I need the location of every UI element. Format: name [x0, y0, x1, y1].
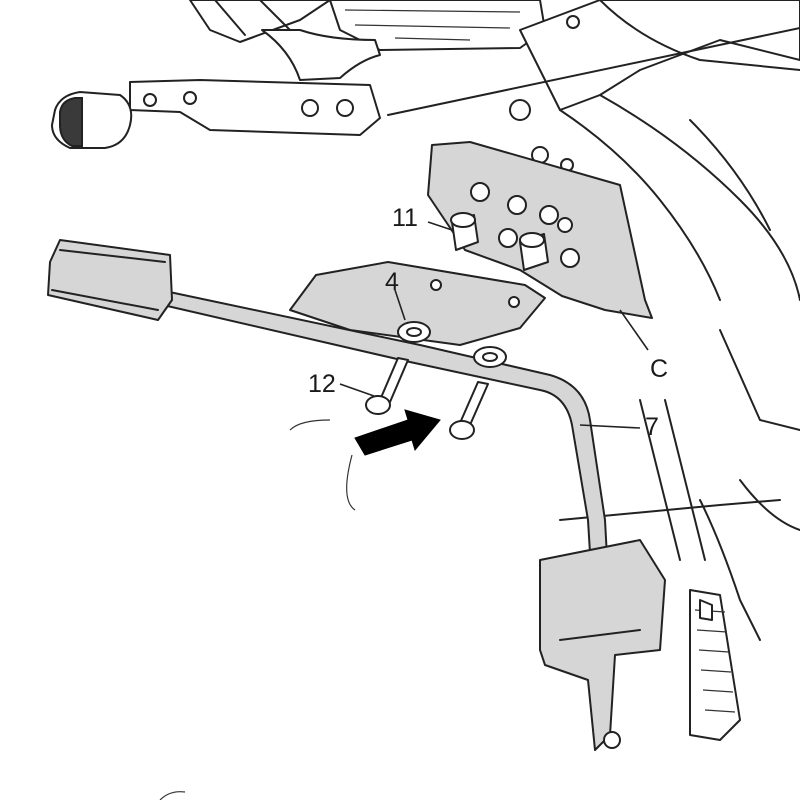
- leader-lines: [339, 221, 649, 429]
- rack-arm-7: [47, 239, 666, 751]
- callout-4: 4: [385, 268, 399, 296]
- callout-c: C: [650, 355, 668, 383]
- spacer-11: [450, 212, 549, 271]
- callout-12: 12: [308, 370, 336, 398]
- wheel-outline: [289, 419, 356, 511]
- turn-signal-icon: [51, 91, 133, 149]
- bolt-12: [365, 357, 489, 440]
- motorcycle-frame: [51, 0, 800, 641]
- footpeg-assembly: [689, 589, 741, 741]
- mounting-plate-c: [427, 141, 653, 319]
- callout-11: 11: [392, 204, 418, 232]
- callout-7: 7: [645, 413, 659, 441]
- washer-4: [397, 321, 507, 368]
- partial-fragment: [159, 791, 186, 800]
- direction-arrow-icon: [354, 409, 441, 456]
